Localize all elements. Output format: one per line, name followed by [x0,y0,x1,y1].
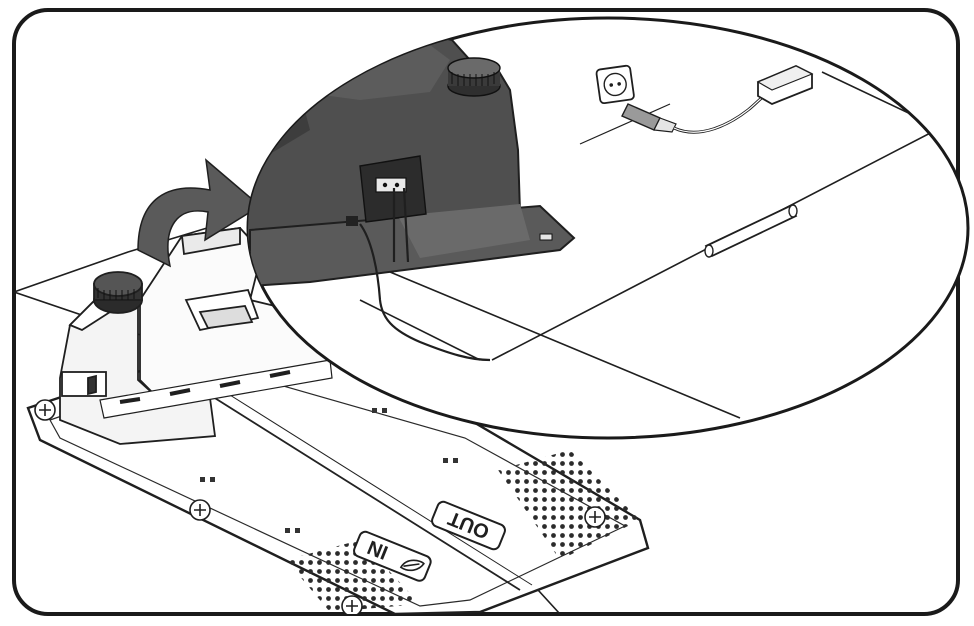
grip-dots-right [498,450,640,560]
curved-arrow-icon [137,158,262,268]
leaf-icon [399,559,425,572]
wall-socket-icon [595,64,635,105]
magnified-detail [246,16,970,440]
station-cables [359,187,491,362]
grip-dots-left [286,540,420,612]
wire-connector-icon [704,204,798,258]
plate-holes [200,408,458,533]
power-plug-icon [621,103,677,133]
screw-icon [34,399,606,614]
power-adapter-icon [756,65,814,105]
in-label-plate: IN [353,530,432,582]
charging-station-small [59,226,333,445]
knob-icon [93,271,143,314]
knob-icon [447,57,501,97]
wall-line [579,103,671,145]
